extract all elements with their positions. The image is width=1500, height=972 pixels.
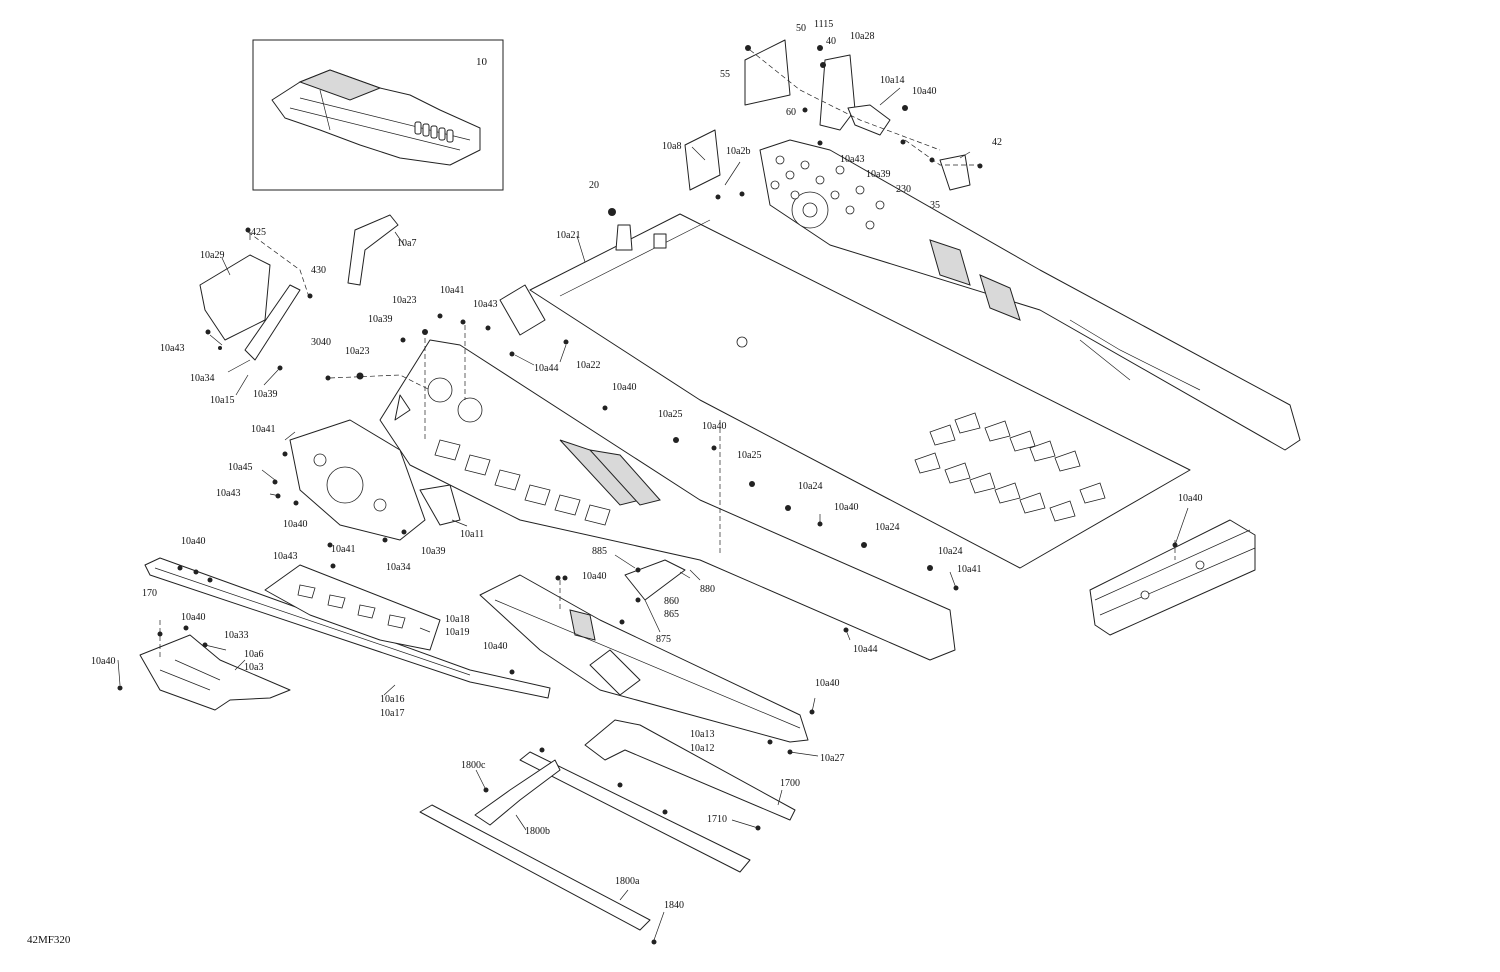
label-10a3: 10a3 <box>244 662 263 673</box>
label-10a11: 10a11 <box>460 529 484 540</box>
label-10a28: 10a28 <box>850 31 874 42</box>
label-10a40: 10a40 <box>483 641 507 652</box>
label-10a39: 10a39 <box>866 169 890 180</box>
label-1840: 1840 <box>664 900 684 911</box>
runners <box>419 719 796 931</box>
label-430: 430 <box>311 265 326 276</box>
label-10a23: 10a23 <box>392 295 416 306</box>
lower-bracket <box>264 564 441 651</box>
right-side-rail <box>759 139 1301 451</box>
label-10a43: 10a43 <box>840 154 864 165</box>
label-10a7: 10a7 <box>397 238 416 249</box>
label-10a29: 10a29 <box>200 250 224 261</box>
small-brackets <box>199 39 971 601</box>
label-20: 20 <box>589 180 599 191</box>
label-10a25: 10a25 <box>737 450 761 461</box>
label-10a40: 10a40 <box>834 502 858 513</box>
label-10a44: 10a44 <box>853 644 877 655</box>
label-10a39: 10a39 <box>368 314 392 325</box>
label-10a6: 10a6 <box>244 649 263 660</box>
label-10a40: 10a40 <box>181 536 205 547</box>
label-880: 880 <box>700 584 715 595</box>
label-42: 42 <box>992 137 1002 148</box>
label-10a40: 10a40 <box>1178 493 1202 504</box>
label-425: 425 <box>251 227 266 238</box>
label-1800c: 1800c <box>461 760 486 771</box>
label-885: 885 <box>592 546 607 557</box>
label-10a15: 10a15 <box>210 395 234 406</box>
label-10a34: 10a34 <box>190 373 214 384</box>
label-10a16: 10a16 <box>380 694 404 705</box>
label-60: 60 <box>786 107 796 118</box>
leader-lines <box>117 87 1189 941</box>
label-50: 50 <box>796 23 806 34</box>
label-10a43: 10a43 <box>160 343 184 354</box>
label-10a41: 10a41 <box>440 285 464 296</box>
label-10a40: 10a40 <box>702 421 726 432</box>
label-10a24: 10a24 <box>798 481 822 492</box>
left-side-rail <box>379 339 956 661</box>
label-10a23: 10a23 <box>345 346 369 357</box>
label-10a41: 10a41 <box>957 564 981 575</box>
label-10a8: 10a8 <box>662 141 681 152</box>
label-1800b: 1800b <box>525 826 550 837</box>
label-10a41: 10a41 <box>331 544 355 555</box>
left-gusset-plate <box>289 419 426 541</box>
figure-id: 42MF320 <box>27 934 71 946</box>
label-875: 875 <box>656 634 671 645</box>
label-10a24: 10a24 <box>875 522 899 533</box>
label-10a43: 10a43 <box>273 551 297 562</box>
label-860: 860 <box>664 596 679 607</box>
label-1710: 1710 <box>707 814 727 825</box>
front-bracket <box>139 634 291 711</box>
label-10a12: 10a12 <box>690 743 714 754</box>
inset-overview: 10 <box>252 39 504 191</box>
label-1800a: 1800a <box>615 876 640 887</box>
label-10a14: 10a14 <box>880 75 904 86</box>
label-10a13: 10a13 <box>690 729 714 740</box>
label-865: 865 <box>664 609 679 620</box>
label-10a45: 10a45 <box>228 462 252 473</box>
label-40: 40 <box>826 36 836 47</box>
label-10a39: 10a39 <box>253 389 277 400</box>
label-10a43: 10a43 <box>473 299 497 310</box>
label-10a40: 10a40 <box>283 519 307 530</box>
label-10a34: 10a34 <box>386 562 410 573</box>
label-10a19: 10a19 <box>445 627 469 638</box>
label-10a33: 10a33 <box>224 630 248 641</box>
label-10a40: 10a40 <box>91 656 115 667</box>
label-3040: 3040 <box>311 337 331 348</box>
label-10a40: 10a40 <box>815 678 839 689</box>
label-10a40: 10a40 <box>912 86 936 97</box>
label-10a27: 10a27 <box>820 753 844 764</box>
label-10a22: 10a22 <box>576 360 600 371</box>
rear-cross-member <box>1089 519 1256 636</box>
label-55: 55 <box>720 69 730 80</box>
lower-center-rail <box>479 574 809 743</box>
label-10a39: 10a39 <box>421 546 445 557</box>
assembly-axes <box>159 49 1176 660</box>
label-1700: 1700 <box>780 778 800 789</box>
label-10a44: 10a44 <box>534 363 558 374</box>
label-170: 170 <box>142 588 157 599</box>
label-10a41: 10a41 <box>251 424 275 435</box>
label-10a18: 10a18 <box>445 614 469 625</box>
label-10a21: 10a21 <box>556 230 580 241</box>
label-1115: 1115 <box>814 19 833 30</box>
label-10a40: 10a40 <box>181 612 205 623</box>
label-10a17: 10a17 <box>380 708 404 719</box>
label-10a2b: 10a2b <box>726 146 750 157</box>
label-230: 230 <box>896 184 911 195</box>
label-10a40: 10a40 <box>612 382 636 393</box>
label-35: 35 <box>930 200 940 211</box>
label-10a43: 10a43 <box>216 488 240 499</box>
part-labels: 50 1115 40 10a28 55 60 10a14 10a40 10a43… <box>91 19 1202 911</box>
label-10a25: 10a25 <box>658 409 682 420</box>
label-10a24: 10a24 <box>938 546 962 557</box>
inset-label: 10 <box>476 56 488 68</box>
tunnel-top-plate <box>529 213 1191 569</box>
label-10a40: 10a40 <box>582 571 606 582</box>
